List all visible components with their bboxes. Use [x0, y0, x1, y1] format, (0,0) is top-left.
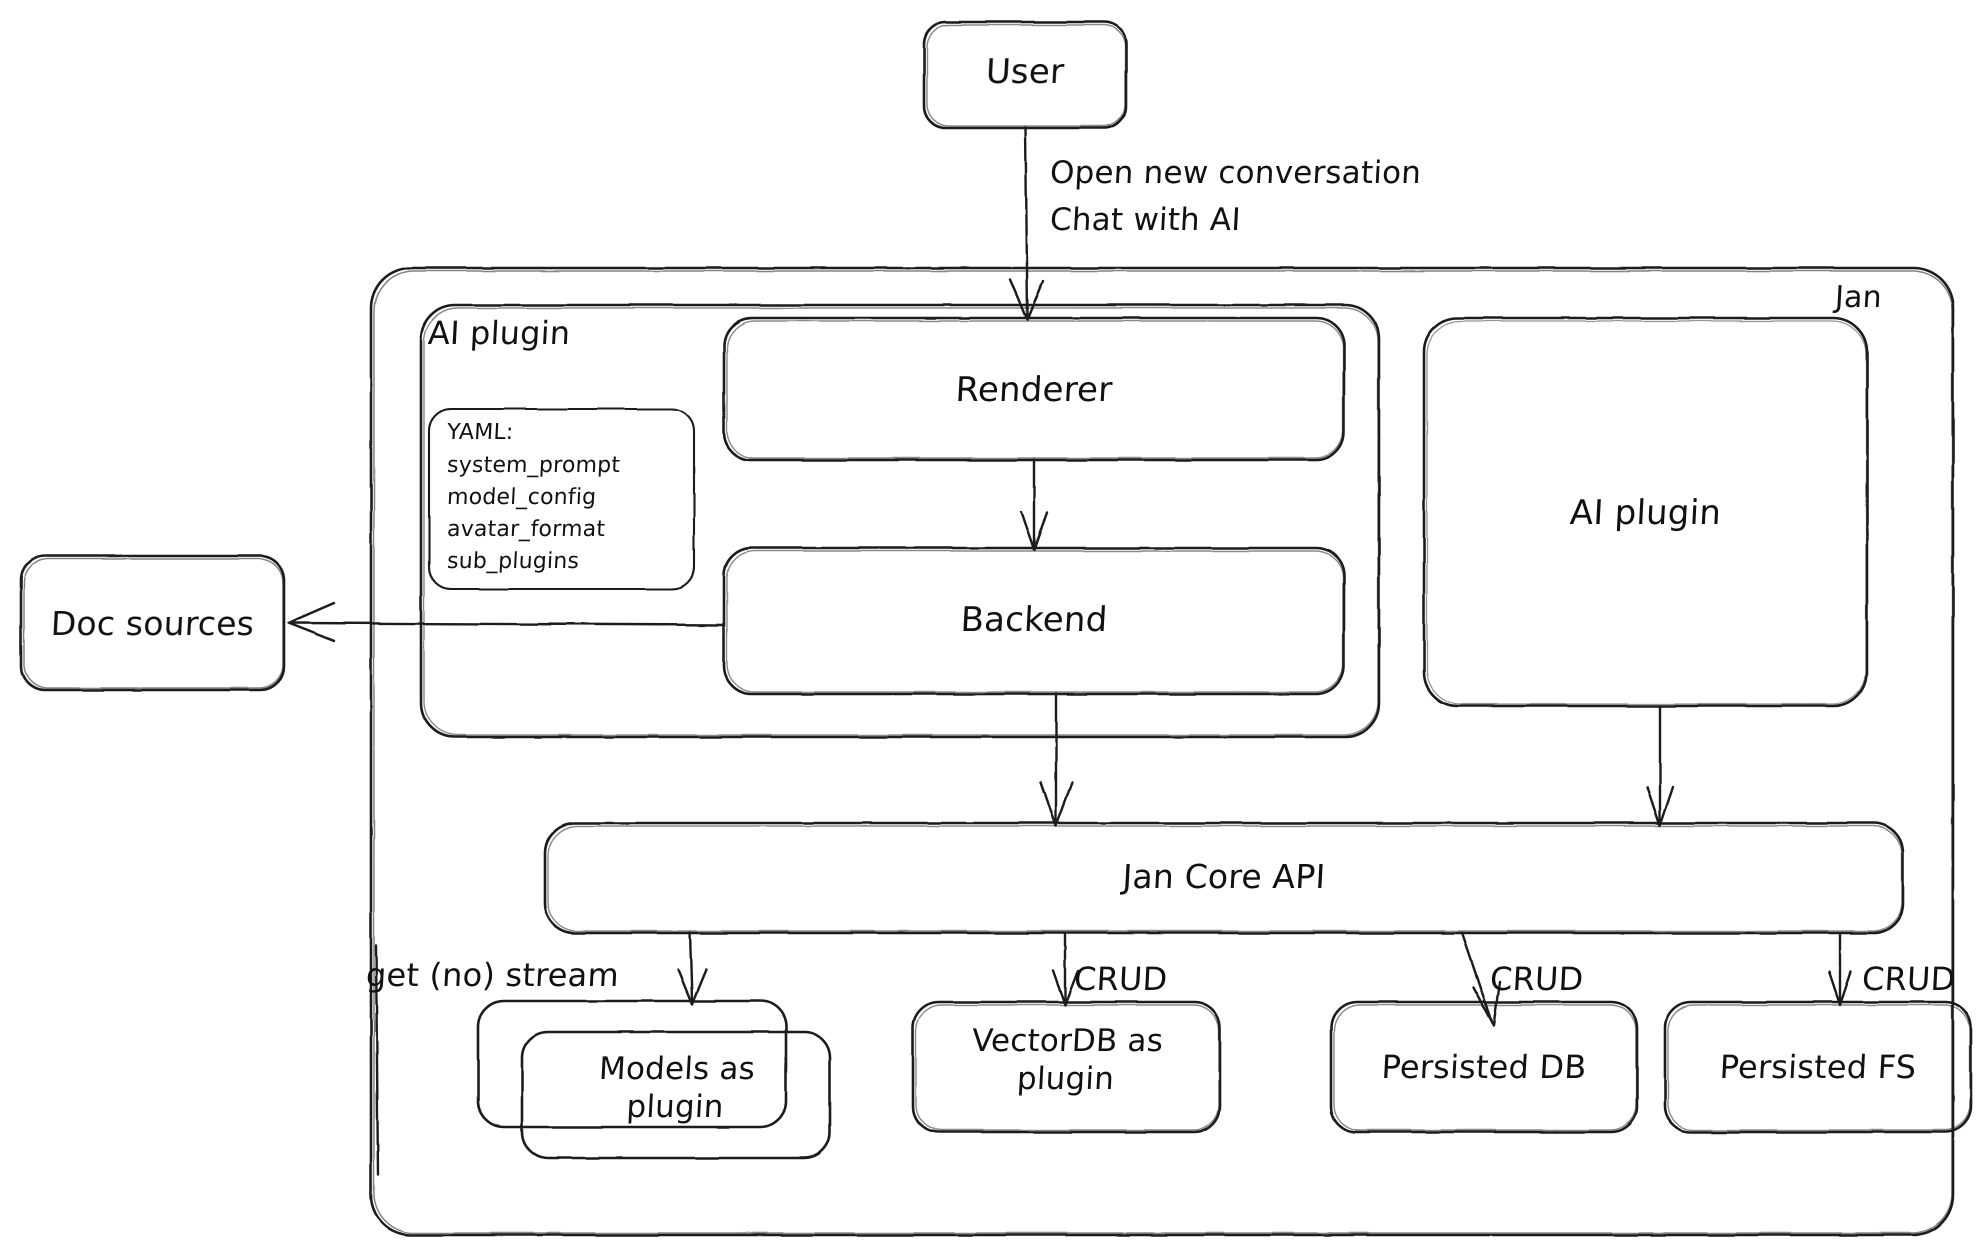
persisted-db-node-label[interactable]: Persisted DB	[1380, 1048, 1588, 1086]
yaml-key-sub-plugins: sub_plugins	[446, 549, 580, 574]
models-as-plugin-node-outline	[476, 999, 832, 1160]
doc-sources-node-outline	[19, 554, 286, 692]
backend-node-label[interactable]: Backend	[959, 600, 1109, 640]
edge-user-to-renderer	[1008, 126, 1045, 322]
yaml-card-outline	[427, 407, 696, 591]
edge-renderer-to-backend	[1019, 458, 1049, 552]
edge-jan-core-api-to-vectordb	[1051, 931, 1080, 1007]
jan-core-api-node-label[interactable]: Jan Core API	[1121, 857, 1327, 896]
edge-jan-core-api-to-persisted-fs	[1827, 931, 1853, 1007]
yaml-card-header: YAML:	[446, 420, 515, 445]
jan-container-label: Jan	[1834, 280, 1883, 315]
renderer-node-label[interactable]: Renderer	[954, 370, 1114, 410]
jan-container-outline	[369, 266, 1955, 1237]
ai-plugin-right-node-outline	[1422, 316, 1869, 708]
ai-plugin-right-node-label[interactable]: AI plugin	[1568, 493, 1723, 533]
yaml-key-model-config: model_config	[446, 485, 597, 510]
persisted-fs-node-label[interactable]: Persisted FS	[1718, 1048, 1918, 1086]
edge-ai-plugin-right-to-jan-core-api	[1645, 704, 1675, 828]
ai-plugin-left-container-label: AI plugin	[427, 314, 572, 352]
edge-label-crud-vectordb: CRUD	[1073, 960, 1169, 998]
models-as-plugin-node-label[interactable]: Models as plugin	[598, 1051, 756, 1125]
yaml-key-avatar-format: avatar_format	[446, 517, 606, 542]
edge-get-no-stream-leader	[374, 943, 380, 1177]
user-node-label[interactable]: User	[984, 52, 1066, 92]
jan-core-api-node-outline	[543, 821, 1905, 935]
edge-label-crud-persisted-fs: CRUD	[1861, 960, 1957, 998]
edge-label-open-new-conversation: Open new conversation	[1049, 155, 1423, 191]
doc-sources-node-label[interactable]: Doc sources	[49, 604, 256, 643]
edge-jan-core-api-to-persisted-db	[1460, 931, 1502, 1028]
edge-backend-to-doc-sources	[286, 601, 726, 643]
vectordb-as-plugin-node-label[interactable]: VectorDB as plugin	[971, 1023, 1165, 1097]
ai-plugin-left-container-outline	[419, 303, 1381, 739]
edge-label-crud-persisted-db: CRUD	[1489, 960, 1585, 998]
edge-jan-core-api-to-models	[676, 931, 708, 1006]
edge-label-chat-with-ai: Chat with AI	[1049, 202, 1242, 238]
yaml-key-system-prompt: system_prompt	[446, 453, 621, 478]
persisted-fs-node-outline	[1663, 1000, 1973, 1134]
edge-label-get-no-stream: get (no) stream	[365, 956, 620, 994]
edge-backend-to-jan-core-api	[1039, 692, 1074, 828]
